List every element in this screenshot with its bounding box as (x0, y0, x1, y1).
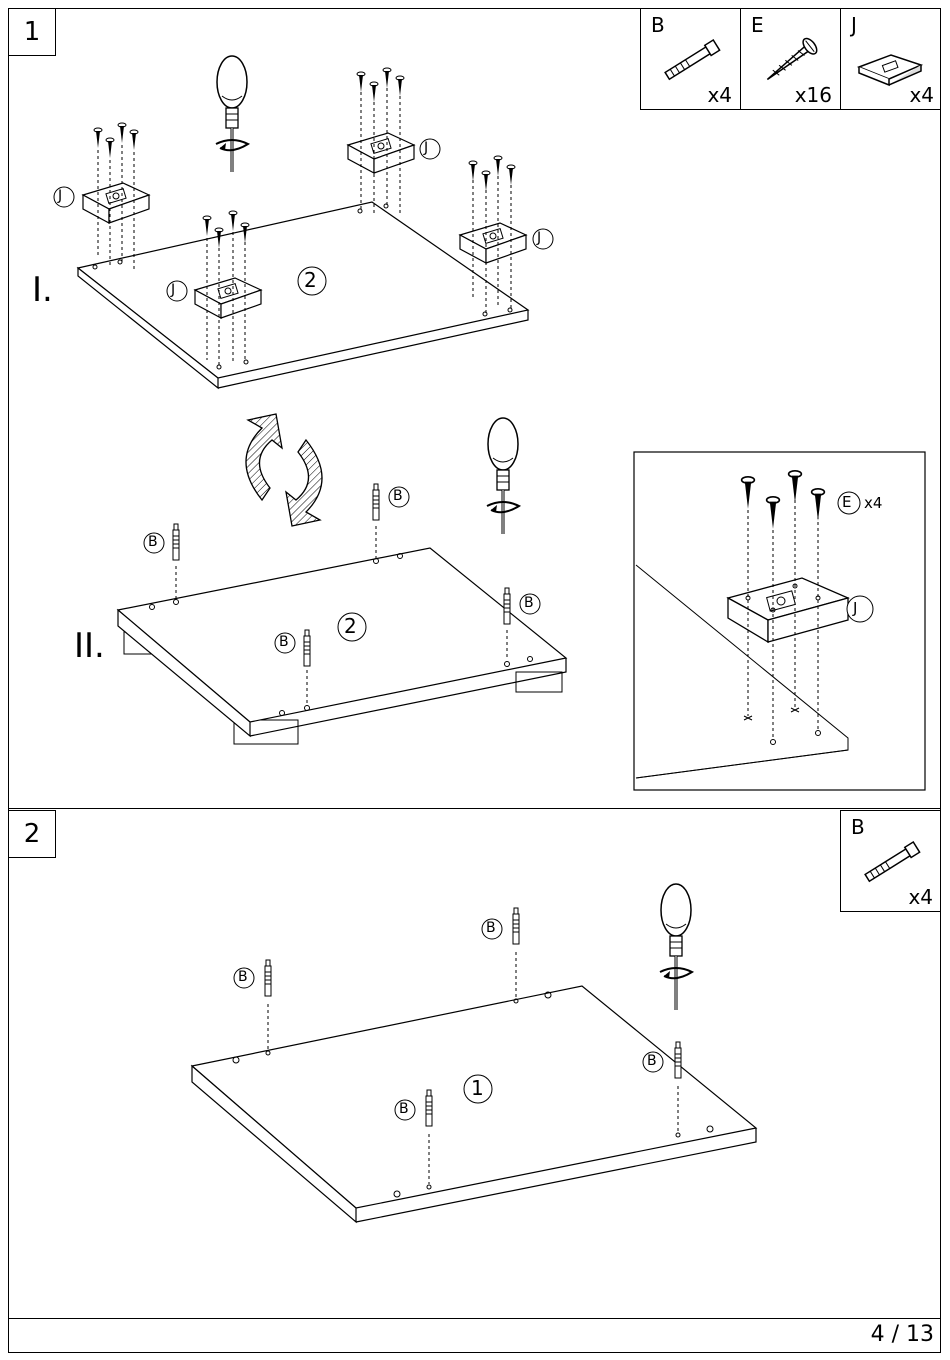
panel-1 (192, 986, 756, 1222)
dowel-icon (426, 1090, 432, 1126)
dowel-icon (513, 908, 519, 944)
callout-label: B (399, 1101, 409, 1117)
page-number: 4 / 13 (871, 1322, 934, 1347)
dowel-icon (675, 1042, 681, 1078)
panel-number: 1 (471, 1076, 484, 1100)
callout-label: B (238, 969, 248, 985)
callout-label: B (486, 920, 496, 936)
screwdriver-icon (660, 884, 692, 1010)
dowel-icon (265, 960, 271, 996)
callout-label: B (647, 1053, 657, 1069)
